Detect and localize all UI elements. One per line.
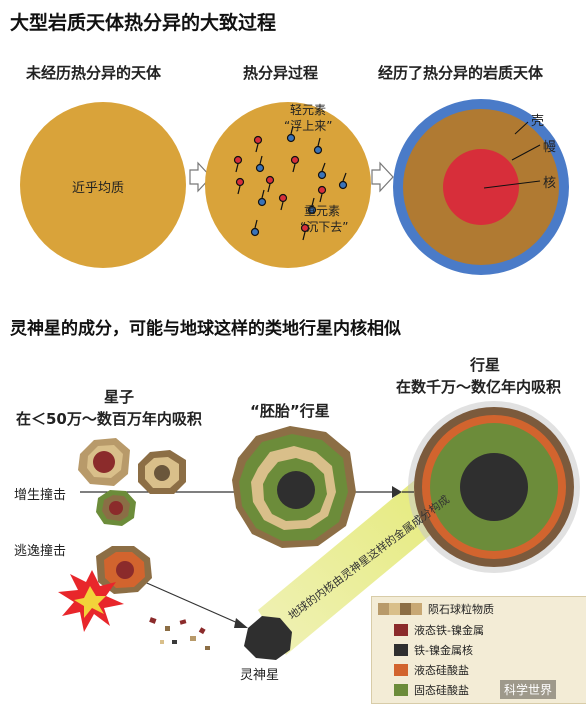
psyche-label: 灵神星 bbox=[240, 668, 280, 683]
planet-title: 行星 bbox=[470, 356, 501, 374]
legend-item: 液态硅酸盐 bbox=[378, 662, 469, 678]
stage-label-differentiated: 经历了热分异的岩质天体 bbox=[378, 64, 544, 82]
planetesimal-3 bbox=[96, 490, 136, 526]
embryo-planet-label: “胚胎”行星 bbox=[250, 402, 330, 420]
legend-swatch bbox=[394, 664, 408, 676]
arrow-head-icon bbox=[234, 618, 248, 628]
stage-label-process: 热分异过程 bbox=[243, 64, 319, 82]
homogeneous-body bbox=[20, 102, 186, 268]
escape-line bbox=[139, 579, 241, 625]
psyche-body bbox=[244, 616, 292, 660]
legend-swatch bbox=[378, 603, 422, 615]
legend-item: 液态铁-镍金属 bbox=[378, 622, 484, 638]
embryo-planet bbox=[232, 426, 356, 548]
heavy-elements-label: 重元素 bbox=[304, 204, 341, 218]
arrow-right-icon bbox=[189, 161, 212, 193]
escape-impact-label: 逃逸撞击 bbox=[14, 544, 67, 559]
title-psyche: 灵神星的成分，可能与地球这样的类地行星内核相似 bbox=[10, 319, 401, 339]
planetesimal-subtitle: 在＜50万～数百万年内吸积 bbox=[16, 410, 202, 428]
watermark: 科学世界 bbox=[500, 680, 557, 699]
explosion-core bbox=[74, 586, 106, 618]
differentiating-body bbox=[205, 102, 371, 268]
core-layer bbox=[443, 149, 519, 225]
planet-core bbox=[460, 453, 528, 521]
stage-label-undifferentiated: 未经历热分异的天体 bbox=[26, 64, 162, 82]
float-up-label: “浮上来” bbox=[284, 119, 333, 133]
legend-item: 陨石球粒物质 bbox=[378, 601, 494, 617]
planetesimal-1 bbox=[78, 438, 130, 486]
escape-impact-body bbox=[96, 546, 152, 594]
mantle-label: 幔 bbox=[543, 140, 557, 155]
core-label: 核 bbox=[543, 176, 557, 191]
legend-item: 铁-镍金属核 bbox=[378, 642, 473, 658]
particles bbox=[233, 125, 348, 241]
legend-label: 陨石球粒物质 bbox=[428, 603, 494, 616]
legend-label: 液态铁-镍金属 bbox=[414, 624, 484, 637]
legend-swatch bbox=[394, 644, 408, 656]
legend-swatch bbox=[394, 684, 408, 696]
legend-swatch bbox=[394, 624, 408, 636]
layer-pointers bbox=[483, 121, 541, 189]
legend: 陨石球粒物质 液态铁-镍金属 铁-镍金属核 液态硅酸盐 固态硅酸盐 bbox=[371, 596, 586, 704]
planetesimal-title: 星子 bbox=[104, 388, 135, 406]
light-elements-label: 轻元素 bbox=[290, 103, 327, 117]
legend-label: 铁-镍金属核 bbox=[414, 644, 473, 657]
legend-label: 固态硅酸盐 bbox=[414, 684, 469, 697]
sink-down-label: “沉下去” bbox=[300, 220, 349, 234]
legend-label: 液态硅酸盐 bbox=[414, 664, 469, 677]
planetesimal-2 bbox=[138, 450, 186, 494]
homogeneous-label: 近乎均质 bbox=[72, 181, 125, 196]
title-differentiation: 大型岩质天体热分异的大致过程 bbox=[10, 12, 277, 34]
debris bbox=[149, 617, 210, 650]
arrow-head-icon bbox=[392, 486, 402, 498]
planet-subtitle: 在数千万～数亿年内吸积 bbox=[396, 378, 562, 396]
crust-label: 壳 bbox=[531, 114, 545, 129]
accretion-impact-label: 增生撞击 bbox=[14, 488, 67, 503]
legend-item: 固态硅酸盐 bbox=[378, 682, 469, 698]
arrow-right-icon bbox=[371, 161, 394, 193]
